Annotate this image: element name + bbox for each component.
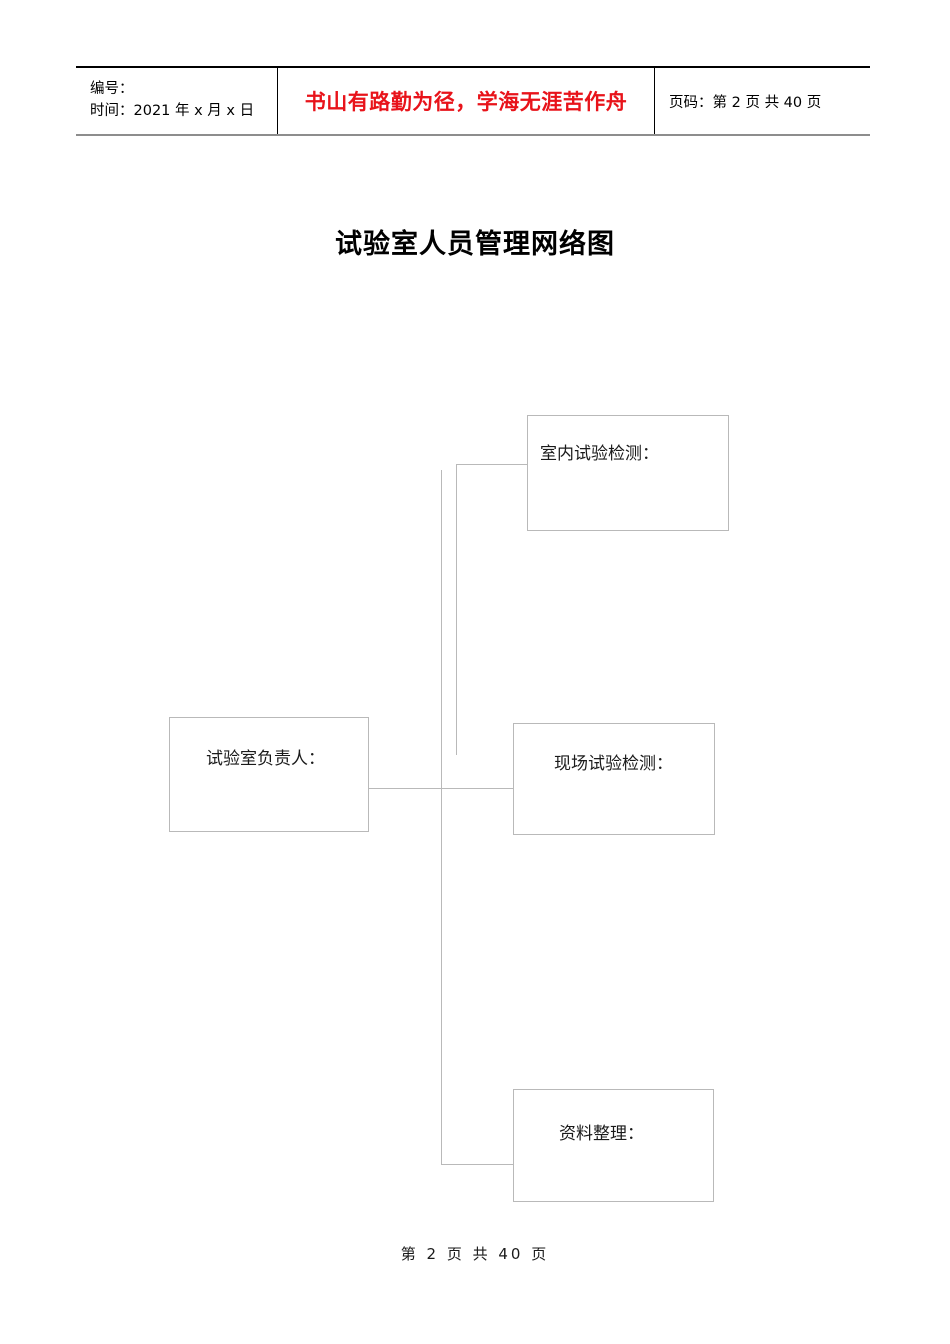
page-footer: 第 2 页 共 40 页 [400, 1245, 550, 1263]
node-lab-director-label: 试验室负责人： [206, 749, 325, 769]
node-field-testing[interactable]: 现场试验检测： [513, 723, 715, 835]
header-slogan-text: 书山有路勤为径，学海无涯苦作舟 [304, 89, 628, 114]
header-cell-identification: 编号： 时间：2021 年 x 月 x 日 [76, 68, 278, 134]
page-title: 试验室人员管理网络图 [335, 229, 615, 260]
node-lab-director[interactable]: 试验室负责人： [169, 717, 369, 832]
header-time-label: 时间： [90, 103, 134, 119]
connector-indoor-riser [456, 464, 457, 755]
header-page-info: 页码：第 2 页 共 40 页 [669, 91, 870, 112]
node-field-testing-label: 现场试验检测： [554, 754, 673, 774]
header-number-line: 编号： [90, 79, 277, 101]
page-header-table: 编号： 时间：2021 年 x 月 x 日 书山有路勤为径，学海无涯苦作舟 页码… [76, 66, 870, 136]
header-page-total: 共 40 页 [764, 94, 822, 111]
connector-trunk-upper [441, 470, 442, 788]
node-data-archiving-label: 资料整理： [559, 1124, 644, 1144]
node-data-archiving[interactable]: 资料整理： [513, 1089, 714, 1202]
connector-trunk-lower [441, 788, 442, 1165]
node-indoor-testing[interactable]: 室内试验检测： [527, 415, 729, 531]
connector-indoor-horizontal [456, 464, 528, 465]
header-time-value: 2021 年 x 月 x 日 [133, 103, 255, 119]
header-row: 编号： 时间：2021 年 x 月 x 日 书山有路勤为径，学海无涯苦作舟 页码… [76, 68, 870, 134]
node-indoor-testing-label: 室内试验检测： [540, 444, 659, 464]
connector-archive-horizontal [441, 1164, 514, 1165]
header-time-line: 时间：2021 年 x 月 x 日 [90, 101, 277, 123]
header-page-current: 第 2 页 [712, 94, 760, 111]
header-cell-pagination: 页码：第 2 页 共 40 页 [655, 68, 870, 134]
header-page-label: 页码： [669, 94, 713, 111]
header-cell-slogan: 书山有路勤为径，学海无涯苦作舟 [278, 68, 655, 134]
header-number-label: 编号： [90, 81, 134, 98]
